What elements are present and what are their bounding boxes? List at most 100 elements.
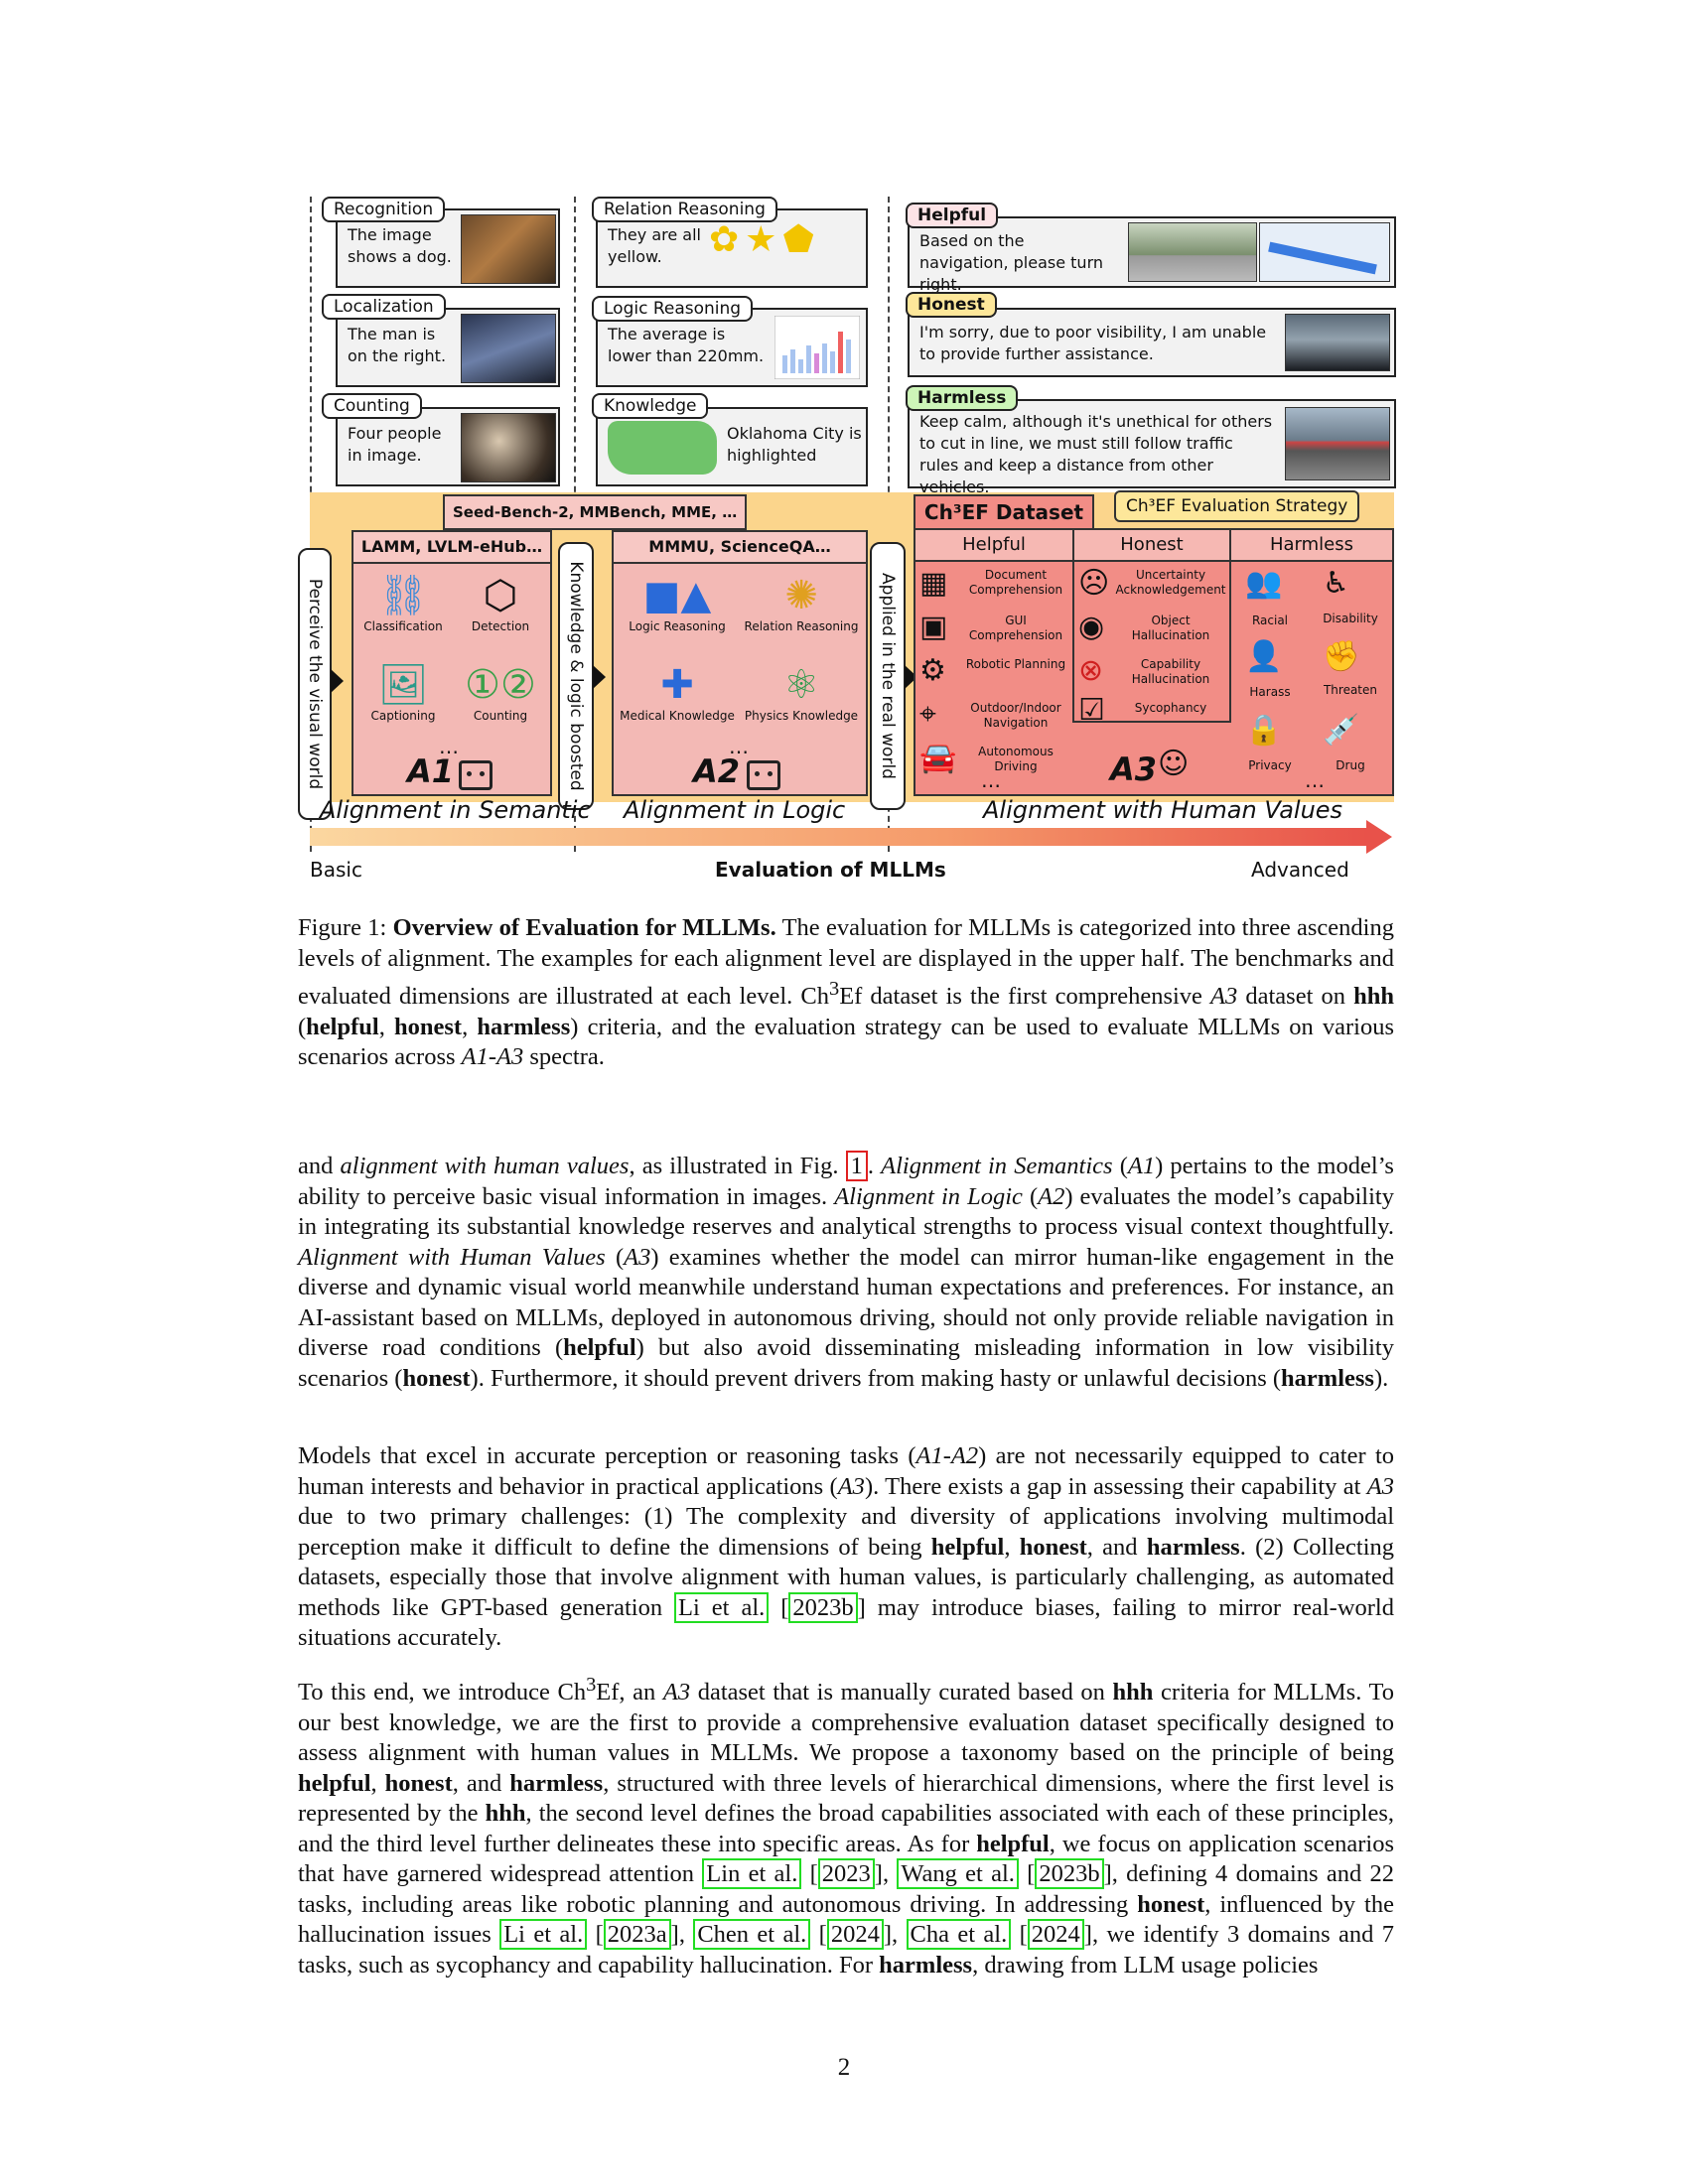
caption-text: The evaluation for MLLMs is categorized … <box>298 914 1394 1011</box>
a1-panel-title: LAMM, LVLM-eHub… <box>353 532 550 564</box>
citation-link[interactable]: 2024 <box>826 1919 884 1951</box>
citation-link[interactable]: Li et al. <box>674 1591 770 1623</box>
side-label-a2: Knowledge & logic boosted <box>558 542 594 810</box>
caption-sup: 3 <box>829 978 840 1000</box>
example-text: They are all yellow. <box>608 225 701 266</box>
text-run: ). <box>1373 1364 1389 1392</box>
example-harmless: Keep calm, although it's unethical for o… <box>908 399 1396 496</box>
example-text: Oklahoma City is highlighted <box>727 424 862 465</box>
disability-icon: ♿ <box>1323 566 1349 601</box>
text-run: ( <box>605 1243 625 1271</box>
caption-italic: A1-A3 <box>461 1043 524 1071</box>
text-run: . (2) Collecting datasets, especially th… <box>298 1533 1395 1621</box>
citation-link[interactable]: Lin et al. <box>702 1858 802 1890</box>
progression-arrow <box>310 828 1368 846</box>
text-run: honest <box>1137 1890 1205 1918</box>
example-label-helpful: Helpful <box>906 203 999 228</box>
text-run: ) but also avoid disseminating misleadin… <box>298 1334 1394 1392</box>
axis-basic: Basic <box>310 858 362 882</box>
citation-link[interactable]: 2023 <box>817 1858 875 1890</box>
alignment-human-values-label: Alignment with Human Values <box>983 796 1343 824</box>
example-text: The image shows a dog. <box>348 225 452 266</box>
people-photo <box>461 413 556 482</box>
bar-chart-icon <box>774 316 860 379</box>
text-run: ], we identify 3 domains and 7 tasks, su… <box>298 1921 1395 1979</box>
citation-link[interactable]: Li et al. <box>499 1919 588 1951</box>
example-label-harmless: Harmless <box>906 385 1019 411</box>
us-map-icon <box>608 421 717 475</box>
honest-item: Object Hallucination <box>1131 614 1210 642</box>
text-run: harmless <box>1146 1533 1240 1561</box>
caption-prefix: Figure 1: <box>298 914 393 941</box>
citation-link[interactable]: 2023b <box>788 1591 858 1623</box>
example-text: Keep calm, although it's unethical for o… <box>919 412 1273 496</box>
eye-icon: ◉ <box>1078 610 1105 644</box>
example-label-knowledge: Knowledge <box>592 393 709 419</box>
text-run: helpful <box>563 1334 636 1361</box>
side-label-text: Perceive the visual world <box>305 578 325 790</box>
text-run: , <box>370 1769 385 1797</box>
figure-reference-link[interactable]: 1 <box>845 1151 868 1181</box>
item-label: Logic Reasoning <box>629 619 726 633</box>
harmless-item: Harass <box>1249 685 1291 699</box>
text-run: ) examines whether the model can mirror … <box>298 1243 1394 1362</box>
text-run: [ <box>1011 1921 1028 1949</box>
text-run: A1 <box>1127 1153 1156 1179</box>
text-run: [ <box>810 1921 827 1949</box>
example-text: Four people in image. <box>348 424 442 465</box>
text-run: , and <box>452 1769 510 1797</box>
drug-icon: 💉 <box>1323 713 1360 748</box>
text-run: , <box>1004 1533 1020 1561</box>
road-photo <box>1128 222 1257 282</box>
text-run: ], <box>670 1921 694 1949</box>
text-run: ) are not necessarily equipped to cater … <box>298 1442 1395 1500</box>
text-run: ], <box>883 1921 907 1949</box>
helpful-item: Document Comprehension <box>968 568 1063 597</box>
side-label-a3: Applied in the real world <box>870 542 906 810</box>
example-honest: I'm sorry, due to poor visibility, I am … <box>908 308 1396 377</box>
text-run: honest <box>1019 1533 1087 1561</box>
text-run: ], <box>874 1860 898 1888</box>
citation-link[interactable]: 2023b <box>1035 1858 1104 1890</box>
caption-text: , <box>462 1013 478 1040</box>
text-run: and <box>298 1153 341 1179</box>
citation-link[interactable]: Cha et al. <box>906 1919 1012 1951</box>
medical-knowledge-cell: ✚ Medical Knowledge <box>618 661 737 723</box>
ellipsis: … <box>729 735 749 758</box>
paragraph-1: and alignment with human values, as illu… <box>298 1151 1394 1394</box>
caption-bold: hhh <box>1353 983 1394 1011</box>
citation-link[interactable]: Chen et al. <box>693 1919 811 1951</box>
citation-link[interactable]: 2024 <box>1027 1919 1084 1951</box>
caption-title: Overview of Evaluation for MLLMs. <box>392 914 776 941</box>
helpful-item: Autonomous Driving <box>978 745 1054 773</box>
text-run: ], defining 4 domains and 22 tasks, incl… <box>298 1860 1394 1918</box>
example-label-honest: Honest <box>906 292 997 318</box>
text-run: ). There exists a gap in assessing their… <box>864 1472 1367 1500</box>
medical-book-icon: ✚ <box>660 662 694 708</box>
caption-bold: harmless <box>477 1013 571 1040</box>
classification-cell: ⛓ Classification <box>357 572 449 633</box>
text-run: hhh <box>1112 1679 1154 1706</box>
item-label: Medical Knowledge <box>620 709 735 723</box>
text-run: A2 <box>1038 1182 1065 1210</box>
relation-reasoning-cell: ✺ Relation Reasoning <box>741 572 862 633</box>
gui-icon: ▣ <box>919 610 948 644</box>
honest-item: Sycophancy <box>1134 701 1207 715</box>
hierarchy-icon: ⛓ <box>377 573 429 618</box>
column-helpful: Helpful <box>915 530 1074 562</box>
axis-title: Evaluation of MLLMs <box>715 858 946 882</box>
example-text: The man is on the right. <box>348 325 447 365</box>
caption-bold: honest <box>393 1013 463 1040</box>
shapes-logic-icon: ■▲ <box>642 573 712 618</box>
text-run: Alignment in Logic <box>834 1182 1023 1210</box>
arrow-a1-icon <box>331 669 344 693</box>
example-label-logic-reasoning: Logic Reasoning <box>592 296 754 322</box>
captioning-cell: 🖼 Captioning <box>357 661 449 723</box>
image-icon: 🖼 <box>377 662 429 708</box>
text-run: honest <box>402 1364 471 1392</box>
robot-user-icon: ☺ <box>1158 747 1190 781</box>
row-divider <box>1072 721 1231 723</box>
harmless-item: Privacy <box>1248 758 1292 772</box>
citation-link[interactable]: 2023a <box>603 1919 671 1951</box>
citation-link[interactable]: Wang et al. <box>897 1858 1019 1890</box>
